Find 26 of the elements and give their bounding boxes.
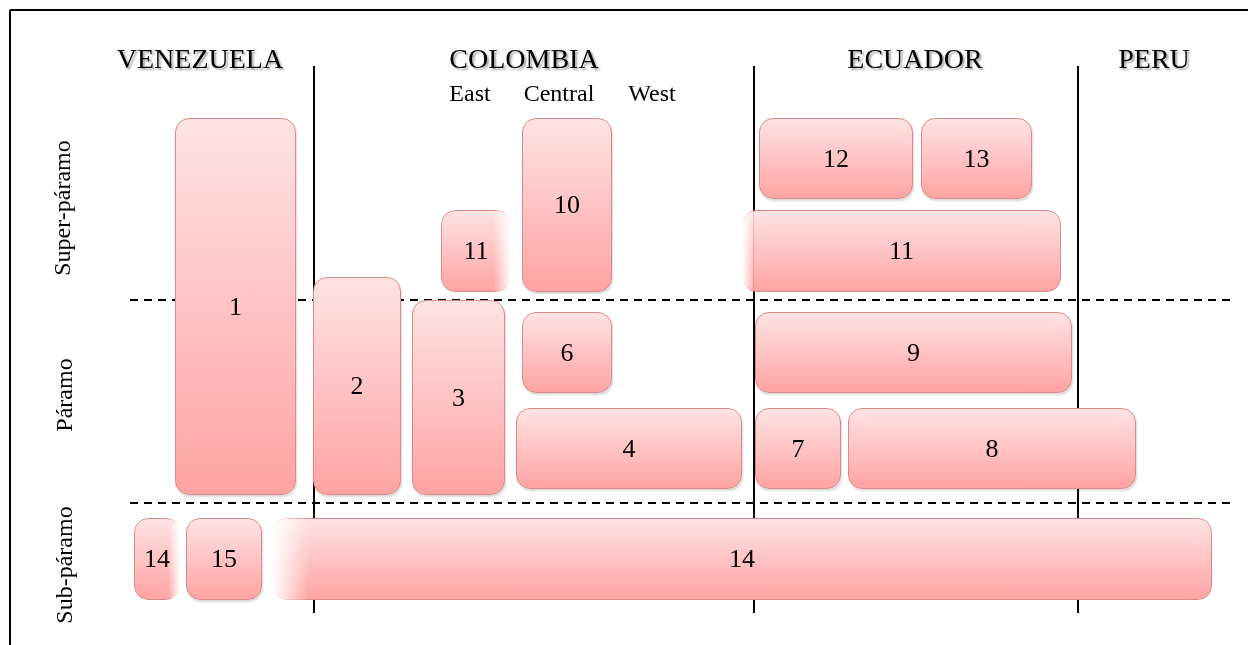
zone-bar: 14 [134,518,180,600]
zone-label: Páramo [52,358,76,432]
zone-bar: 13 [921,118,1032,199]
region-label: West [628,81,676,105]
country-heading: PERU [1118,45,1190,73]
zone-bar: 9 [755,312,1072,393]
region-label: Central [523,81,595,105]
zone-bar: 1 [175,118,296,495]
zone-label: Sub-páramo [52,506,76,624]
zone-bar: 11 [742,210,1061,292]
zone-bar: 15 [186,518,262,600]
zone-bar: 2 [313,277,401,495]
zone-bar: 3 [412,300,505,495]
zone-bar: 8 [848,408,1136,489]
country-heading: ECUADOR [847,45,983,73]
zone-bar: 12 [759,118,913,199]
zone-bar: 10 [522,118,612,292]
zone-bar: 14 [272,518,1212,600]
zone-bar: 7 [755,408,841,489]
zone-label: Super-páramo [50,140,74,276]
zone-bar: 11 [441,210,511,292]
country-heading: COLOMBIA [449,45,599,73]
region-label: East [449,81,491,105]
zone-bar: 4 [516,408,742,489]
country-heading: VENEZUELA [116,45,284,73]
zone-bar: 6 [522,312,612,393]
